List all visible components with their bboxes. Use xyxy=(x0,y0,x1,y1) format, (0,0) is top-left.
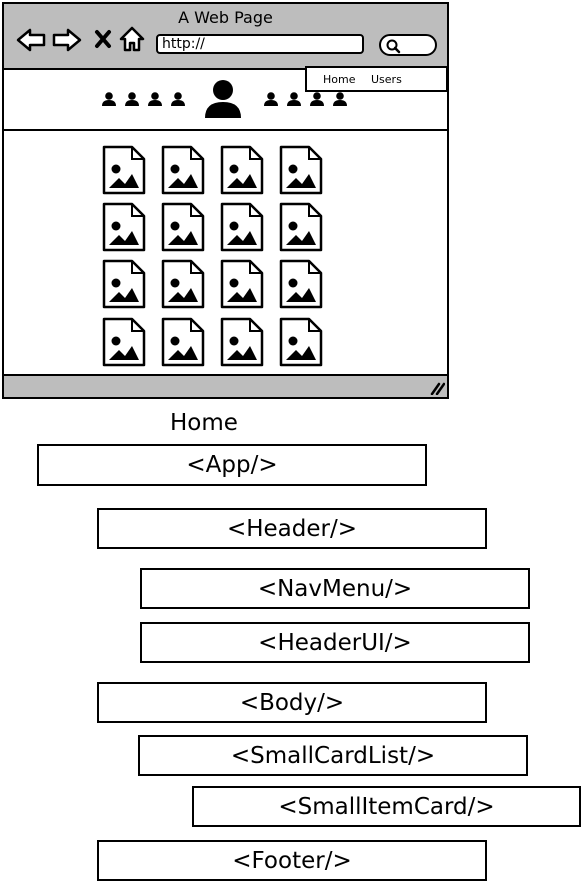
window-title: A Web Page xyxy=(178,8,273,27)
small-item-card-image-icon xyxy=(220,259,264,309)
forward-arrow-icon[interactable] xyxy=(52,28,82,52)
url-text: http:// xyxy=(162,36,205,52)
resize-grip-icon[interactable] xyxy=(429,380,446,399)
users-icon xyxy=(102,80,347,118)
component-navmenu: <NavMenu/> xyxy=(140,568,530,609)
small-item-card-image-icon xyxy=(102,202,146,252)
small-item-card-image-icon xyxy=(220,202,264,252)
small-item-card-image-icon xyxy=(220,317,264,367)
small-item-card-image-icon xyxy=(102,259,146,309)
browser-toolbar: A Web Page http:// xyxy=(4,4,447,70)
nav-menu: Home Users xyxy=(305,66,448,92)
browser-footer xyxy=(4,374,447,397)
small-item-card-image-icon xyxy=(220,145,264,195)
component-smallitemcard: <SmallItemCard/> xyxy=(192,786,581,827)
small-item-card-image-icon xyxy=(161,259,205,309)
small-item-card-image-icon xyxy=(279,145,323,195)
back-arrow-icon[interactable] xyxy=(16,28,46,52)
close-icon[interactable] xyxy=(94,29,112,49)
small-item-card-image-icon xyxy=(161,317,205,367)
small-item-card-image-icon xyxy=(279,202,323,252)
component-app: <App/> xyxy=(37,444,427,486)
component-header: <Header/> xyxy=(97,508,487,549)
small-item-card-image-icon xyxy=(279,317,323,367)
small-item-card-image-icon xyxy=(161,202,205,252)
component-headerui: <HeaderUI/> xyxy=(140,622,530,663)
small-card-list xyxy=(102,145,323,367)
nav-item-home[interactable]: Home xyxy=(323,73,356,86)
component-footer: <Footer/> xyxy=(97,840,487,881)
small-item-card-image-icon xyxy=(161,145,205,195)
component-smallcardlist: <SmallCardList/> xyxy=(138,735,528,776)
page-label: Home xyxy=(170,410,238,436)
search-input[interactable] xyxy=(379,34,437,56)
browser-window: A Web Page http:// xyxy=(2,2,449,399)
small-item-card-image-icon xyxy=(102,145,146,195)
url-input[interactable]: http:// xyxy=(156,34,364,54)
small-item-card-image-icon xyxy=(279,259,323,309)
component-body: <Body/> xyxy=(97,682,487,723)
home-icon[interactable] xyxy=(119,26,145,52)
small-item-card-image-icon xyxy=(102,317,146,367)
search-icon xyxy=(385,38,401,58)
nav-item-users[interactable]: Users xyxy=(371,73,402,86)
